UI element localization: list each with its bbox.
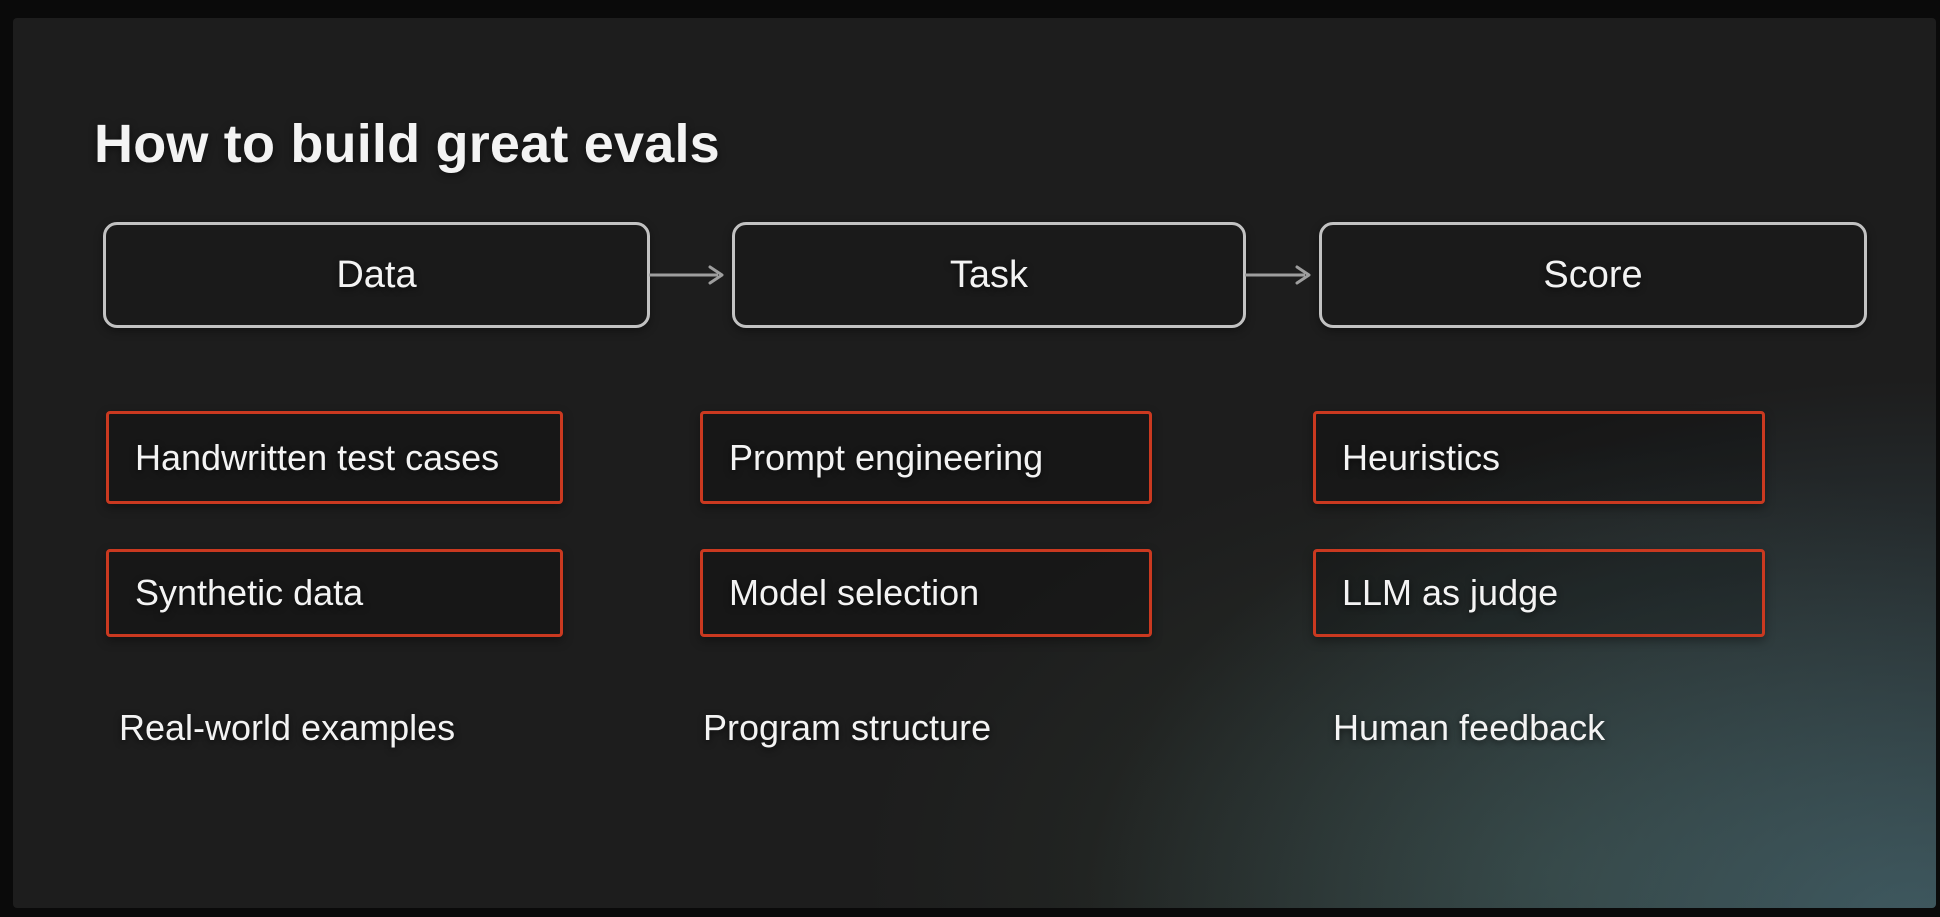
page-title: How to build great evals — [94, 114, 720, 175]
flow-node-score-label: Score — [1543, 253, 1643, 296]
item-box-model-selection: Model selection — [700, 549, 1152, 637]
item-label: Handwritten test cases — [135, 436, 500, 478]
plain-item-real-world-examples: Real-world examples — [119, 707, 456, 748]
flow-node-data: Data — [103, 222, 650, 328]
arrow-right-icon — [1245, 265, 1311, 285]
flow-node-task: Task — [732, 222, 1246, 328]
item-label: Heuristics — [1342, 436, 1501, 478]
arrow-right-icon — [649, 265, 724, 285]
flow-node-score: Score — [1319, 222, 1867, 328]
flow-node-task-label: Task — [949, 253, 1029, 296]
plain-item-human-feedback: Human feedback — [1333, 707, 1606, 748]
item-label: LLM as judge — [1342, 572, 1559, 613]
item-box-llm-as-judge: LLM as judge — [1313, 549, 1765, 637]
slide-panel: How to build great evals Data Task Score… — [13, 18, 1936, 908]
item-label: Prompt engineering — [729, 436, 1044, 478]
item-label: Model selection — [729, 572, 980, 613]
item-box-handwritten-test-cases: Handwritten test cases — [106, 411, 563, 504]
item-box-heuristics: Heuristics — [1313, 411, 1765, 504]
item-box-prompt-engineering: Prompt engineering — [700, 411, 1152, 504]
flow-node-data-label: Data — [336, 253, 417, 296]
plain-item-program-structure: Program structure — [703, 707, 992, 748]
item-box-synthetic-data: Synthetic data — [106, 549, 563, 637]
item-label: Synthetic data — [135, 572, 364, 613]
